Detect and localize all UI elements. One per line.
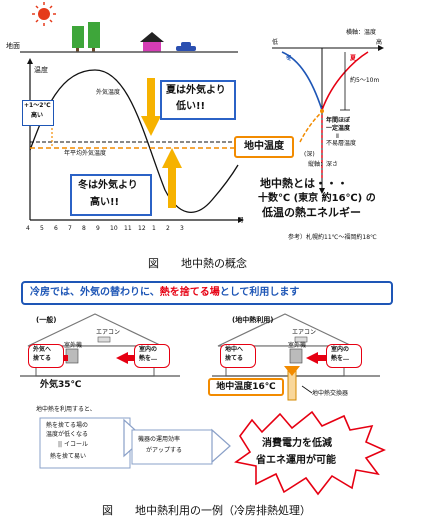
constant-2: 一定温度 [326, 125, 351, 132]
aircon-label: エアコン [96, 329, 121, 336]
aircon-icon [97, 336, 111, 343]
ground-dump-bubble: 地中へ 捨てる [220, 344, 256, 368]
definition-1: 地中熱とは・・・ [260, 177, 348, 190]
outdoor-unit-icon [289, 348, 303, 364]
right-depth-label: 縦軸：深さ [308, 161, 339, 168]
outside-temp-curve [29, 69, 239, 213]
definition-2: 十数℃ (東京 約16℃) の [258, 193, 376, 204]
summer-box: 夏は外気より 低い!! [160, 80, 236, 120]
sun-icon [32, 2, 56, 26]
efficiency-1: 機器の運用効率 [138, 436, 181, 443]
outside-temp-label: 外気温度 [96, 89, 121, 96]
constant-1: 年間ほぼ [326, 117, 351, 124]
caption-concept: 図 地中熱の概念 [148, 257, 247, 270]
outdoor-unit-label-2: 室外機 [288, 342, 307, 349]
constant-3: Ⅱ [336, 133, 339, 140]
when-using: 地中熱を利用すると、 [36, 406, 96, 413]
right-summer: 夏 [350, 55, 357, 62]
outside-dump-bubble: 外気へ 捨てる [28, 344, 64, 368]
car-icon [176, 42, 196, 51]
right-high: 高 [376, 39, 383, 46]
result-2: 省エネ運用が可能 [256, 455, 336, 466]
definition-3: 低温の熱エネルギー [262, 206, 361, 219]
diff-box: +1～2℃ 高い [22, 100, 54, 126]
temp-axis-label: 温度 [34, 66, 48, 74]
aircon-icon [294, 336, 308, 343]
banner-box [21, 281, 393, 305]
lower-3: || イコール [58, 441, 88, 448]
room-heat-bubble-2: 室内の 熱を… [326, 344, 362, 368]
result-burst [234, 410, 386, 496]
caption-example: 図 地中熱利用の一例（冷房排熱処理） [102, 504, 311, 517]
right-winter: 冬 [286, 55, 293, 62]
general-label: (一般) [36, 316, 57, 324]
winter-arrow [162, 148, 182, 208]
exchanger-label: 地中熱交換器 [312, 390, 349, 397]
summer-profile [321, 51, 369, 111]
constant-4: 不易層温度 [326, 140, 357, 147]
banner-text: 冷房では、外気の替わりに、熱を捨てる場として利用します [30, 287, 300, 298]
lower-4: 熱を捨て易い [50, 453, 87, 460]
right-low: 低 [272, 39, 279, 46]
summer-arrow [141, 78, 161, 136]
outside-temp-35: 外気35℃ [40, 380, 82, 390]
ground-temp-box: 地中温度 [234, 136, 294, 158]
room-heat-bubble: 室内の 熱を… [134, 344, 170, 368]
house-icon [140, 32, 164, 52]
winter-profile [281, 51, 323, 111]
lower-box [39, 417, 131, 469]
result-1: 消費電力を低減 [262, 438, 332, 449]
tree-icon [72, 22, 100, 52]
right-deep: (深) [304, 151, 315, 158]
avg-temp-label: 年平均外気温度 [64, 150, 107, 157]
reference-note: 参考）札幌約11℃～福岡約18℃ [288, 234, 377, 241]
geo-label: (地中熱利用) [232, 316, 274, 324]
right-x-label: 横軸：温度 [346, 29, 377, 36]
winter-box: 冬は外気より 高い!! [70, 174, 152, 216]
lower-1: 熱を捨てる場の [46, 422, 89, 429]
month-ticks: 4 5 6 7 8 9 10 11 12 1 2 3 [26, 225, 184, 232]
lower-2: 温度が低くなる [46, 431, 89, 438]
outdoor-unit-label: 室外機 [64, 342, 83, 349]
depth-range: 約5～10m [350, 77, 380, 84]
month-unit: 月 [238, 217, 245, 224]
ground-label: 地面 [6, 42, 20, 50]
aircon-label-2: エアコン [292, 329, 317, 336]
ground-temp-16: 地中温度16℃ [208, 378, 284, 396]
efficiency-2: がアップする [146, 447, 183, 454]
